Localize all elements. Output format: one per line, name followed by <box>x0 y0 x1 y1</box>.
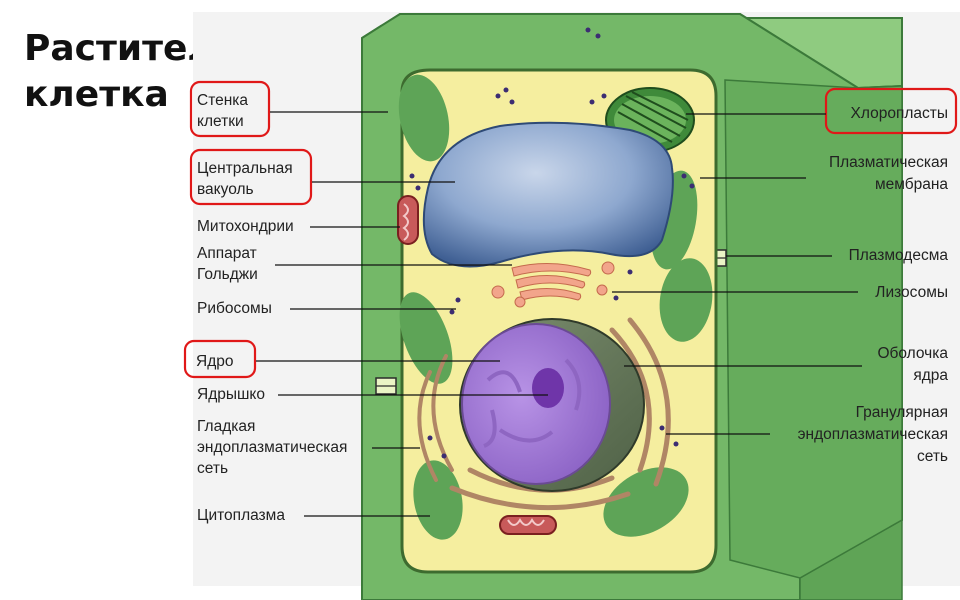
vacuole-label-highlight <box>189 148 313 206</box>
label-wall-line-1: Стенка <box>197 92 248 109</box>
label-plasmodesma: Плазмодесма <box>849 247 949 264</box>
label-smooth-er-line-1: Гладкая <box>197 418 255 435</box>
label-vacuole-line-2: вакуоль <box>197 181 254 198</box>
label-wall-line-2: клетки <box>197 113 244 130</box>
label-golgi-line-2: Гольджи <box>197 266 258 283</box>
label-nuclear-envelope-line-1: Оболочка <box>877 345 948 362</box>
label-rough-er-line-3: сеть <box>917 448 948 465</box>
label-rough-er-line-2: эндоплазматическая <box>798 426 948 443</box>
label-mitochondria: Митохондрии <box>197 218 294 235</box>
wall-label-highlight <box>189 80 271 138</box>
label-nucleus: Ядро <box>196 353 233 370</box>
ribosomes <box>409 27 695 459</box>
label-cytoplasm: Цитоплазма <box>197 507 285 524</box>
label-vacuole-line-1: Центральная <box>197 160 293 177</box>
label-plasma-membrane-line-1: Плазматическая <box>829 154 948 171</box>
label-smooth-er-line-2: эндоплазматическая <box>197 439 347 456</box>
nucleus-label-highlight <box>183 339 257 379</box>
label-plasma-membrane-line-2: мембрана <box>875 176 948 193</box>
label-chloroplasts: Хлоропласты <box>851 105 948 122</box>
title-line-2: клетка <box>24 74 169 115</box>
label-rough-er-line-1: Гранулярная <box>856 404 948 421</box>
nucleolus <box>532 368 564 408</box>
central-vacuole <box>422 121 674 268</box>
mitochondria <box>397 195 557 535</box>
label-nucleolus: Ядрышко <box>197 386 265 403</box>
lysosomes <box>491 285 526 308</box>
label-smooth-er-line-3: сеть <box>197 460 228 477</box>
right-labels: Хлоропласты Плазматическая мембрана Плаз… <box>612 87 958 465</box>
nucleus <box>459 318 645 492</box>
left-labels: Стенка клетки Центральная вакуоль Митохо… <box>183 80 548 524</box>
label-nuclear-envelope-line-2: ядра <box>913 367 948 384</box>
golgi-apparatus <box>511 261 615 301</box>
label-ribosomes: Рибосомы <box>197 300 272 317</box>
chloroplasts-label-highlight <box>824 87 958 135</box>
label-golgi-line-1: Аппарат <box>197 245 257 262</box>
label-lysosomes: Лизосомы <box>875 284 948 301</box>
